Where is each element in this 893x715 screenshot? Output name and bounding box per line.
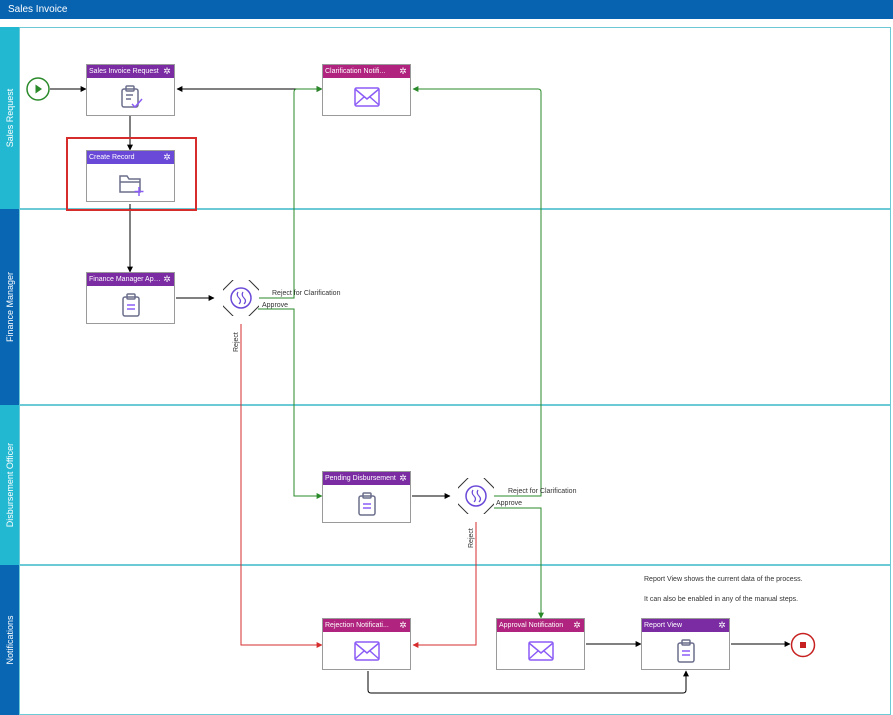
gear-icon[interactable]: ✲ [399, 473, 407, 483]
envelope-icon [353, 640, 380, 661]
task-title: Approval Notification [499, 622, 564, 629]
label-reject-for-clarification-1: Reject for Clarification [272, 290, 341, 297]
gateway-disbursement-decision[interactable] [449, 469, 503, 523]
label-reject-1: Reject [233, 332, 240, 352]
lane-label-sales-request: Sales Request [0, 27, 19, 209]
lane-label-notifications: Notifications [0, 565, 19, 715]
task-pending-disbursement[interactable]: Pending Disbursement✲ [322, 471, 411, 523]
label-approve-1: Approve [262, 302, 289, 309]
start-event[interactable] [26, 77, 50, 101]
clipboard-icon [357, 491, 376, 516]
task-rejection-notification[interactable]: Rejection Notificati... ✲ [322, 618, 411, 670]
task-title: Finance Manager Appr... [89, 276, 166, 283]
task-title: Sales Invoice Request [89, 68, 159, 75]
task-title: Rejection Notificati... [325, 622, 389, 629]
task-finance-manager-approval[interactable]: Finance Manager Appr...✲ [86, 272, 175, 324]
lane-label-disbursement-officer: Disbursement Officer [0, 405, 19, 565]
task-report-view[interactable]: Report View ✲ [641, 618, 730, 670]
gateway-icon [449, 469, 503, 523]
clipboard-icon [121, 292, 140, 317]
end-event[interactable] [790, 632, 816, 658]
label-reject-for-clarification-2: Reject for Clarification [508, 488, 577, 495]
envelope-icon [527, 640, 554, 661]
lane-disbursement-officer: Disbursement Officer [0, 405, 893, 565]
gear-icon[interactable]: ✲ [573, 620, 581, 630]
lane-notifications: Notifications [0, 565, 893, 715]
label-reject-2: Reject [468, 528, 475, 548]
task-title: Pending Disbursement [325, 475, 396, 482]
gear-icon[interactable]: ✲ [718, 620, 726, 630]
lane-label-finance-manager: Finance Manager [0, 209, 19, 405]
task-create-record[interactable]: Create Record✲ [86, 150, 175, 202]
gateway-finance-decision[interactable] [214, 271, 268, 325]
task-sales-invoice-request[interactable]: Sales Invoice Request ✲ [86, 64, 175, 116]
gear-icon[interactable]: ✲ [399, 66, 407, 76]
gear-icon[interactable]: ✲ [399, 620, 407, 630]
task-clarification-notification[interactable]: Clarification Notifi... ✲ [322, 64, 411, 116]
task-title: Clarification Notifi... [325, 68, 386, 75]
selection-highlight [66, 137, 197, 211]
note-report-view-line1: Report View shows the current data of th… [644, 576, 803, 583]
gateway-icon [214, 271, 268, 325]
gear-icon[interactable]: ✲ [163, 152, 171, 162]
task-approval-notification[interactable]: Approval Notification ✲ [496, 618, 585, 670]
clipboard-check-icon [120, 84, 143, 108]
play-icon [26, 77, 50, 101]
stop-icon [790, 632, 816, 658]
window-title: Sales Invoice [0, 0, 893, 19]
folder-add-icon [118, 174, 143, 196]
envelope-icon [353, 86, 380, 107]
clipboard-icon [676, 638, 695, 663]
task-title: Report View [644, 622, 683, 629]
gear-icon[interactable]: ✲ [163, 66, 171, 76]
note-report-view-line2: It can also be enabled in any of the man… [644, 596, 799, 603]
label-approve-2: Approve [496, 500, 523, 507]
gear-icon[interactable]: ✲ [163, 274, 171, 284]
